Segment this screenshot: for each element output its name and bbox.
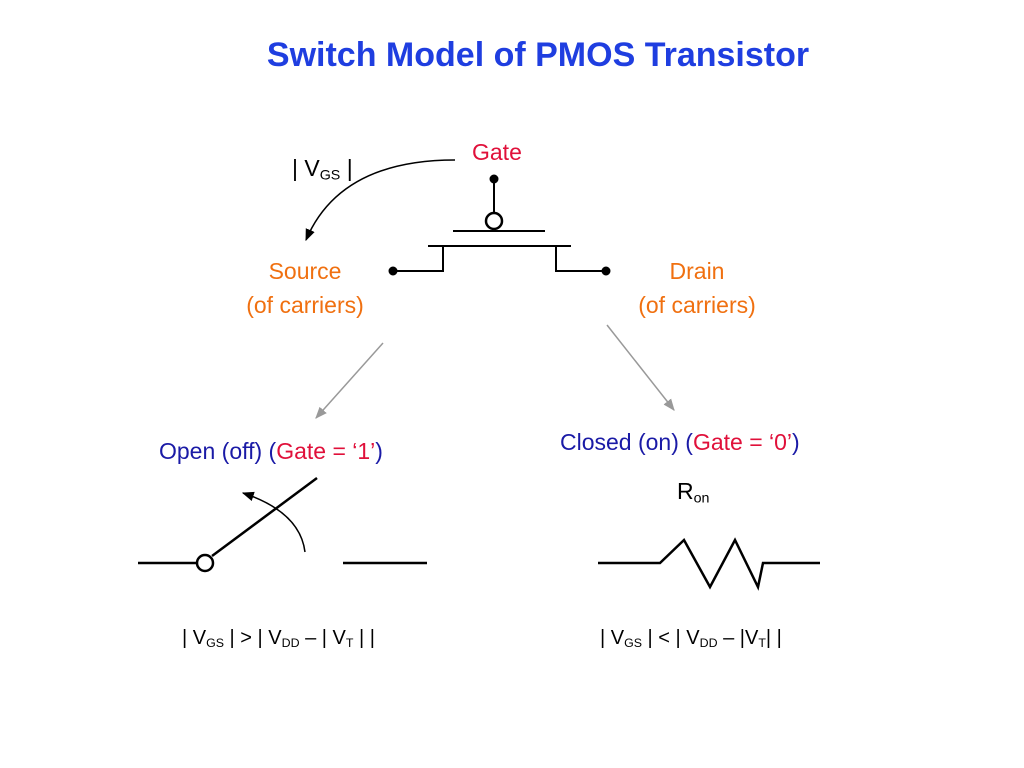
open-switch-blade [211,476,318,558]
arrow-to-closed-case [606,324,675,411]
drain-label: Drain [669,258,725,284]
resistor [598,537,820,591]
gate-inversion-bubble [484,211,504,231]
open-gate-condition: Gate = ‘1’ [276,438,376,464]
arrow-to-open-case [315,342,384,419]
page-title: Switch Model of PMOS Transistor [266,36,810,74]
drain-lead [555,246,606,272]
open-switch-pivot [195,553,215,573]
closed-condition-formula: | VGS | < | VDD – |VT| | [600,627,782,651]
open-state-label: Open (off) (Gate = ‘1’) [159,438,383,464]
source-lead [393,246,444,272]
closed-state-label: Closed (on) (Gate = ‘0’) [560,429,800,455]
switch-motion-arrow [241,491,306,553]
open-condition-formula: | VGS | > | VDD – | VT | | [182,627,375,651]
closed-gate-condition: Gate = ‘0’ [692,429,793,455]
source-label: Source [268,258,342,284]
drain-terminal-dot [601,266,611,276]
ron-label: Ron [677,478,710,507]
gate-label: Gate [472,139,522,165]
source-sub-label: (of carriers) [246,292,364,318]
pmos-symbol [388,174,611,276]
drain-sub-label: (of carriers) [638,292,756,318]
vgs-arrow [305,159,456,242]
open-switch [138,476,427,573]
source-terminal-dot [388,266,398,276]
vgs-label: | VGS | [292,155,353,184]
